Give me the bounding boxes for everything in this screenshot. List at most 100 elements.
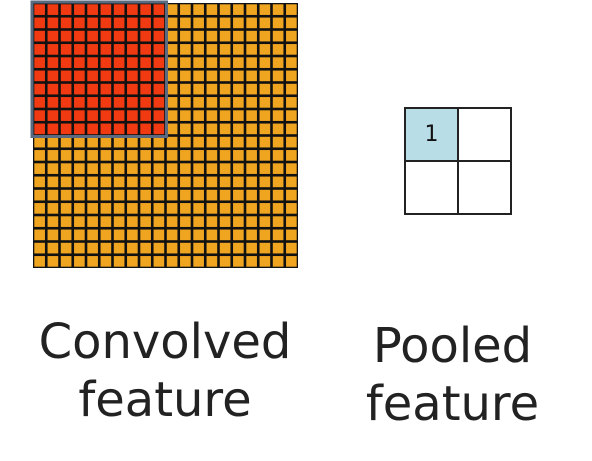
feature-cell bbox=[127, 163, 138, 174]
feature-cell bbox=[166, 203, 178, 214]
feature-cell bbox=[180, 97, 191, 108]
feature-cell bbox=[206, 216, 218, 227]
feature-cell bbox=[206, 256, 218, 267]
feature-cell bbox=[219, 123, 231, 135]
highlighted-cell bbox=[113, 97, 125, 108]
feature-cell bbox=[193, 83, 204, 95]
highlighted-cell bbox=[127, 70, 138, 82]
feature-cell bbox=[140, 203, 151, 214]
feature-cell bbox=[113, 176, 125, 188]
feature-cell bbox=[233, 17, 244, 29]
feature-cell bbox=[193, 216, 204, 227]
feature-cell bbox=[113, 163, 125, 174]
feature-cell bbox=[286, 136, 297, 148]
feature-cell bbox=[219, 136, 231, 148]
feature-cell bbox=[272, 30, 284, 42]
pooled-label-line2: feature bbox=[365, 376, 540, 432]
highlighted-cell bbox=[153, 44, 165, 55]
highlighted-cell bbox=[113, 44, 125, 55]
feature-cell bbox=[272, 189, 284, 201]
feature-cell bbox=[193, 17, 204, 29]
pooled-cell bbox=[405, 161, 458, 214]
feature-cell bbox=[206, 97, 218, 108]
feature-cell bbox=[272, 203, 284, 214]
feature-cell bbox=[113, 136, 125, 148]
feature-cell bbox=[193, 30, 204, 42]
pooled-cell: 1 bbox=[405, 108, 458, 161]
feature-cell bbox=[166, 57, 178, 68]
feature-cell bbox=[193, 176, 204, 188]
highlighted-cell bbox=[113, 83, 125, 95]
feature-cell bbox=[166, 242, 178, 254]
feature-cell bbox=[246, 83, 257, 95]
feature-cell bbox=[166, 83, 178, 95]
feature-cell bbox=[272, 97, 284, 108]
feature-cell bbox=[87, 242, 98, 254]
highlighted-cell bbox=[87, 70, 98, 82]
feature-cell bbox=[246, 150, 257, 161]
feature-cell bbox=[166, 256, 178, 267]
feature-cell bbox=[166, 163, 178, 174]
feature-cell bbox=[34, 256, 45, 267]
feature-cell bbox=[219, 17, 231, 29]
feature-cell bbox=[166, 176, 178, 188]
highlighted-cell bbox=[47, 70, 59, 82]
feature-cell bbox=[286, 44, 297, 55]
highlighted-cell bbox=[87, 110, 98, 121]
feature-cell bbox=[219, 203, 231, 214]
highlighted-cell bbox=[153, 110, 165, 121]
highlighted-cell bbox=[74, 57, 85, 68]
highlighted-cell bbox=[153, 17, 165, 29]
highlighted-cell bbox=[153, 83, 165, 95]
feature-cell bbox=[259, 150, 271, 161]
feature-cell bbox=[193, 4, 204, 15]
highlighted-cell bbox=[140, 123, 151, 135]
feature-cell bbox=[286, 17, 297, 29]
feature-cell bbox=[206, 110, 218, 121]
highlighted-cell bbox=[34, 4, 45, 15]
highlighted-cell bbox=[34, 123, 45, 135]
highlighted-cell bbox=[47, 97, 59, 108]
feature-cell bbox=[180, 136, 191, 148]
feature-cell bbox=[286, 83, 297, 95]
feature-cell bbox=[100, 256, 112, 267]
feature-cell bbox=[259, 57, 271, 68]
feature-cell bbox=[127, 256, 138, 267]
feature-cell bbox=[60, 203, 72, 214]
feature-cell bbox=[246, 57, 257, 68]
feature-cell bbox=[47, 176, 59, 188]
highlighted-cell bbox=[100, 83, 112, 95]
feature-cell bbox=[233, 242, 244, 254]
convolved-label-line1: Convolved bbox=[38, 314, 292, 370]
feature-cell bbox=[272, 110, 284, 121]
feature-cell bbox=[272, 136, 284, 148]
feature-cell bbox=[206, 17, 218, 29]
feature-cell bbox=[272, 123, 284, 135]
feature-cell bbox=[127, 150, 138, 161]
feature-cell bbox=[153, 189, 165, 201]
highlighted-cell bbox=[140, 30, 151, 42]
feature-cell bbox=[193, 229, 204, 241]
highlighted-cell bbox=[60, 83, 72, 95]
feature-cell bbox=[233, 203, 244, 214]
feature-cell bbox=[60, 242, 72, 254]
feature-cell bbox=[34, 176, 45, 188]
feature-cell bbox=[259, 176, 271, 188]
highlighted-cell bbox=[34, 30, 45, 42]
feature-cell bbox=[193, 189, 204, 201]
highlighted-cell bbox=[87, 30, 98, 42]
feature-cell bbox=[259, 163, 271, 174]
feature-cell bbox=[246, 256, 257, 267]
feature-cell bbox=[153, 256, 165, 267]
highlighted-cell bbox=[153, 4, 165, 15]
feature-cell bbox=[47, 229, 59, 241]
feature-cell bbox=[219, 229, 231, 241]
feature-cell bbox=[233, 189, 244, 201]
highlighted-cell bbox=[113, 30, 125, 42]
highlighted-cell bbox=[127, 30, 138, 42]
feature-cell bbox=[259, 123, 271, 135]
highlighted-cell bbox=[87, 123, 98, 135]
feature-cell bbox=[206, 229, 218, 241]
feature-cell bbox=[47, 189, 59, 201]
